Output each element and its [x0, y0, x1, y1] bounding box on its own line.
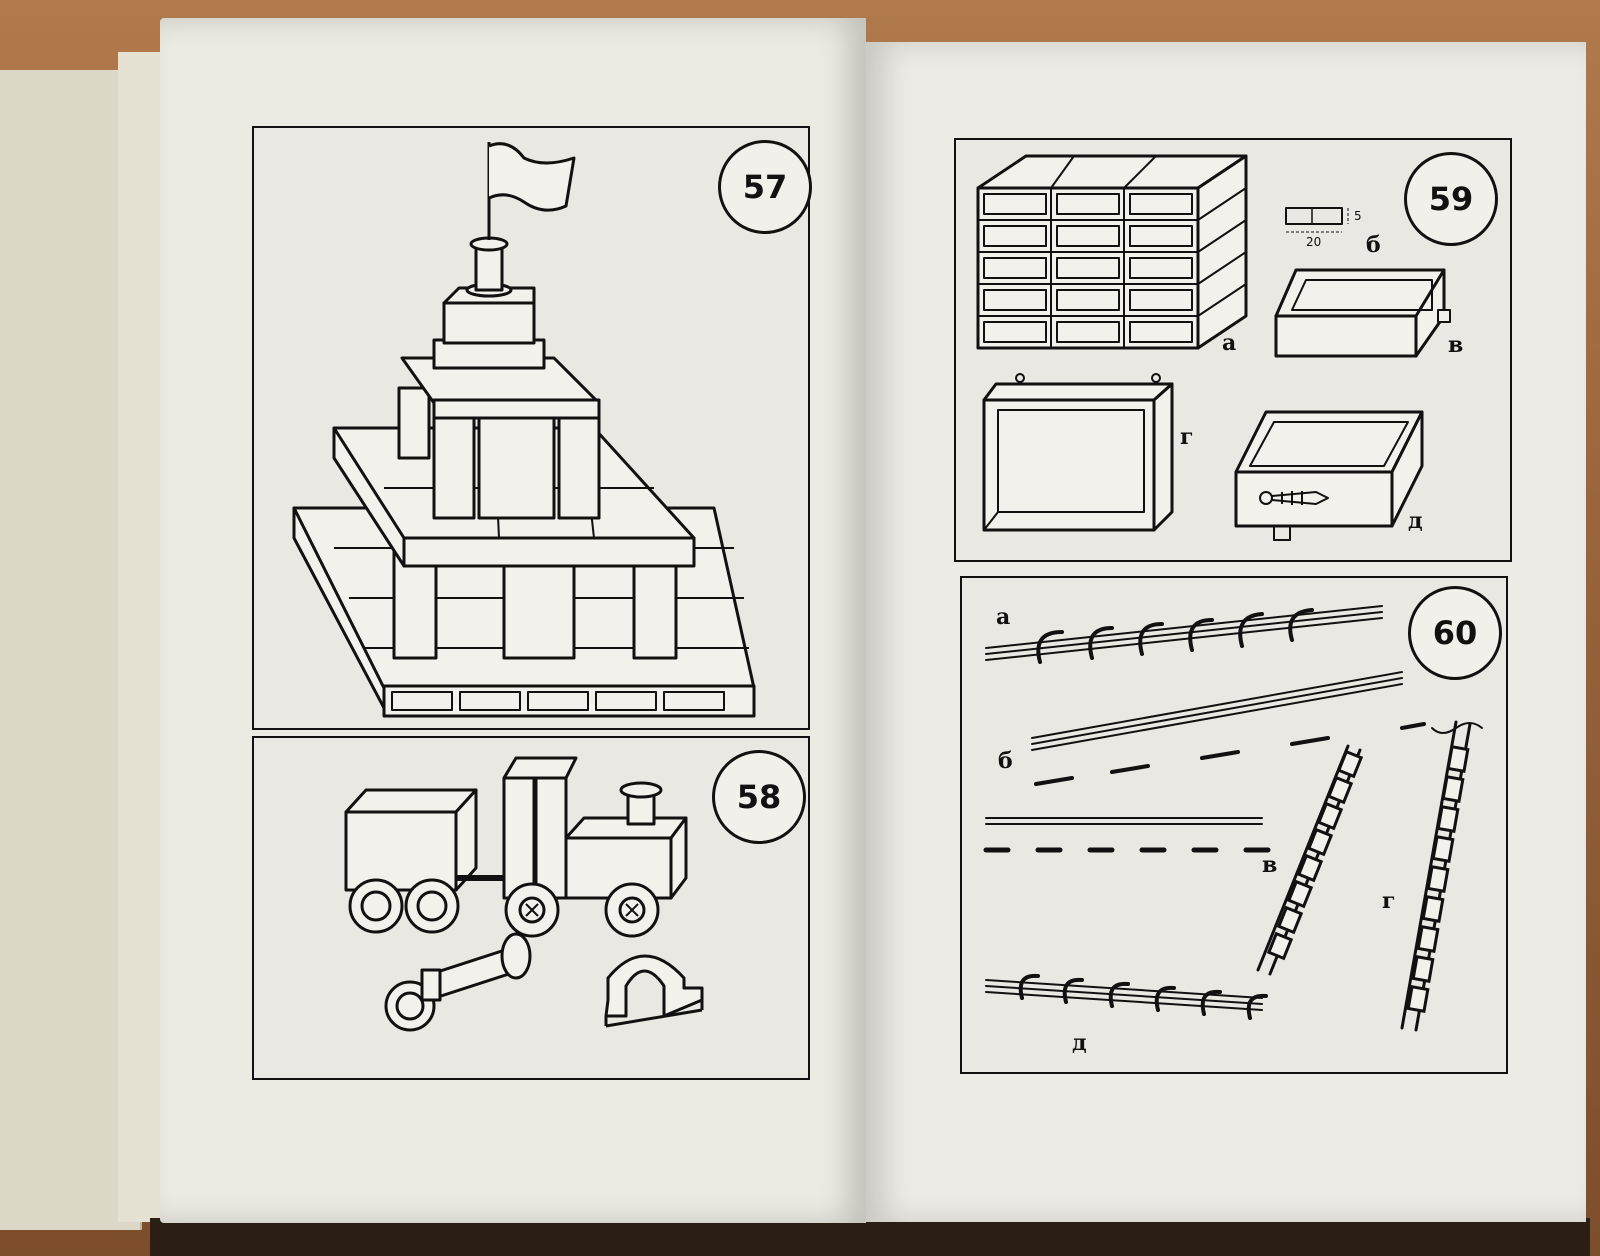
figure-57-panel: 57: [252, 126, 812, 730]
block-tower-illustration: [292, 142, 756, 718]
right-page: 59 а б в г д 20 5: [866, 42, 1586, 1222]
figure-number-57: 57: [718, 140, 812, 234]
dimension-height: 5: [1354, 209, 1362, 223]
label-59-b: б: [1366, 232, 1381, 258]
label-60-v: в: [1262, 852, 1278, 878]
label-60-b: б: [998, 748, 1013, 774]
label-59-a: а: [1222, 330, 1237, 356]
label-60-d: д: [1072, 1030, 1087, 1056]
label-60-g: г: [1382, 888, 1396, 914]
figure-number-59: 59: [1404, 152, 1498, 246]
book-cover-edge: [118, 52, 168, 1222]
table-shadow: [150, 1218, 1590, 1256]
figure-number-60: 60: [1408, 586, 1502, 680]
figure-59-panel: 59 а б в г д 20 5: [954, 138, 1512, 562]
label-59-v: в: [1448, 332, 1464, 358]
stitch-types-illustration: [983, 605, 1483, 1032]
left-page: 57: [160, 18, 866, 1223]
label-60-a: а: [996, 604, 1011, 630]
dimension-length: 20: [1306, 235, 1322, 249]
figure-58-panel: 58: [252, 736, 810, 1080]
label-59-d: д: [1408, 508, 1423, 534]
block-locomotive-illustration: [344, 756, 704, 1032]
figure-number-58: 58: [712, 750, 806, 844]
matchbox-drawers-illustration: [976, 154, 1451, 541]
figure-60-panel: 60 а б в г д: [960, 576, 1508, 1074]
label-59-g: г: [1180, 424, 1194, 450]
